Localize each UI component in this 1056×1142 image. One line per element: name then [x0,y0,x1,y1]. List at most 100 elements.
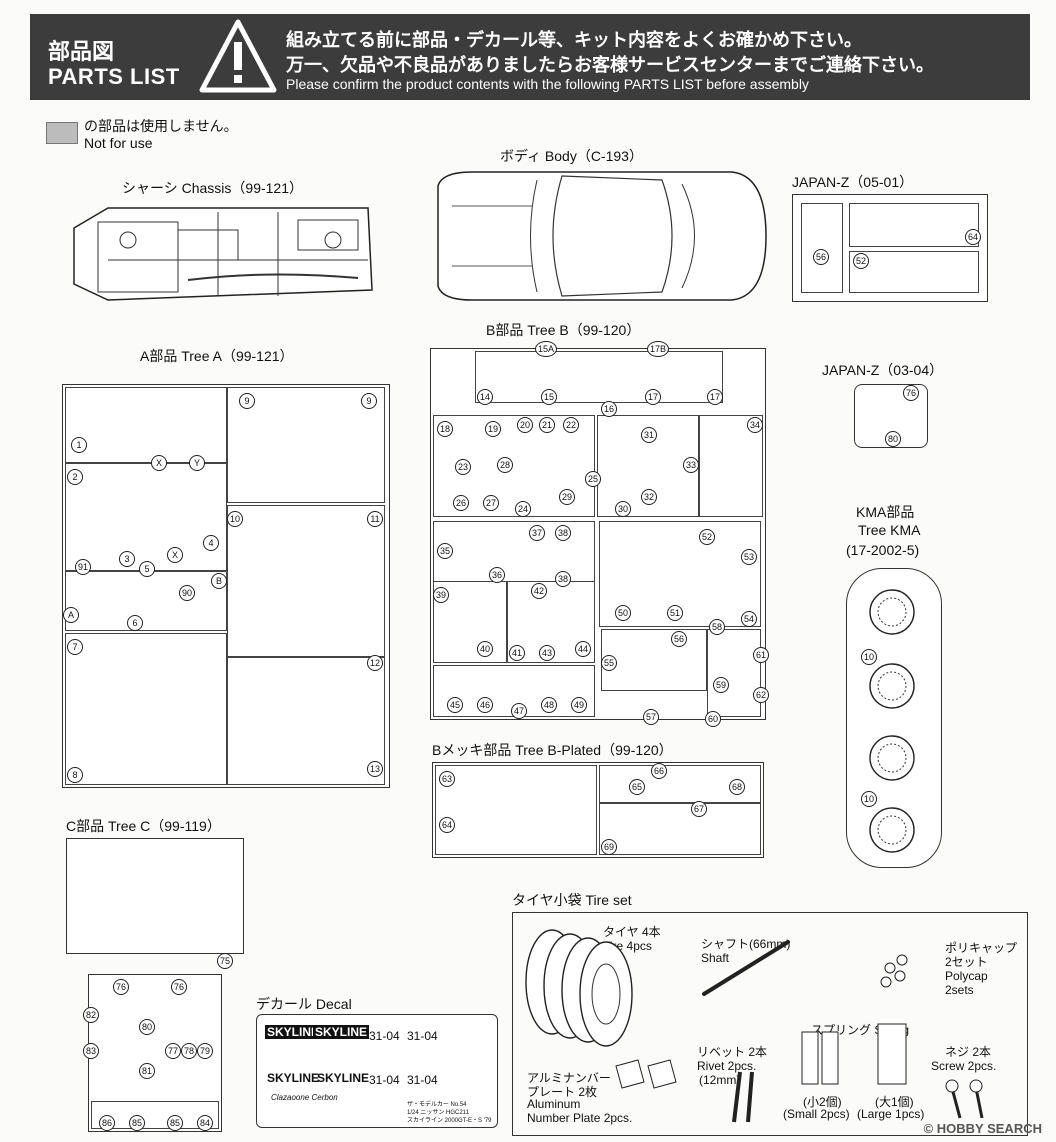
tree-kma-label-jp: KMA部品 [856,504,915,520]
part-number-48: 48 [541,697,557,713]
part-number-2: 2 [67,469,83,485]
tree-b-part-55-56-cell [601,629,707,691]
part-number-54: 54 [741,611,757,627]
polycap-label-2: 2セット [945,955,988,969]
tire-label-jp: タイヤ 4本 [603,925,661,939]
part-number-85b: 85 [167,1115,183,1131]
part-number-76: 76 [903,385,919,401]
part-number-28: 28 [497,457,513,473]
part-number-33: 33 [683,457,699,473]
tree-a-frame: 1 2 3 4 5 6 7 8 9 9 10 11 12 13 91 90 A … [62,384,390,788]
part-number-25: 25 [585,471,601,487]
header-notice-line1: 組み立てる前に部品・デカール等、キット内容をよくお確かめ下さい。 [286,30,862,50]
part-number-79: 79 [197,1043,213,1059]
plate-label-4: Number Plate 2pcs. [527,1111,633,1125]
japan-z-1-label: JAPAN-Z（05-01） [792,174,914,190]
tree-b-part-58-62-cell [707,629,761,717]
part-number-36: 36 [489,567,505,583]
part-number-90: 90 [179,585,195,601]
part-number-42: 42 [531,583,547,599]
part-number-56: 56 [813,249,829,265]
tree-c-frame: 76 76 77 78 79 80 81 82 83 84 85 85 86 [83,974,222,1132]
plate-label-1: アルミナンバー [527,1071,611,1085]
part-number-5: 5 [139,561,155,577]
legend-text-jp: の部品は使用しません。 [84,118,238,134]
part-number-56: 56 [671,631,687,647]
part-number-29: 29 [559,489,575,505]
plate-label-2: プレート 2枚 [527,1085,598,1099]
part-number-63: 63 [439,771,455,787]
decal-plate-4: 31-04 [407,1073,438,1087]
decal-skyline-2: SKYLINE [313,1025,370,1039]
part-number-10: 10 [227,511,243,527]
screw-label-jp: ネジ 2本 [945,1045,992,1059]
part-number-34: 34 [747,417,763,433]
part-number-12: 12 [367,655,383,671]
part-number-21: 21 [539,417,555,433]
part-number-9: 9 [239,393,255,409]
part-number-22: 22 [563,417,579,433]
tree-a-part-12-13-cell [227,657,385,785]
part-number-68: 68 [729,779,745,795]
spring-small-label-jp: (小2個) [803,1095,842,1109]
decal-note-1: ザ・モデルカー No.54 [407,1102,467,1108]
part-number-37: 37 [529,525,545,541]
decal-note-3: スカイライン 2000GT-E・S '79 [407,1118,492,1124]
part-number-81: 81 [139,1063,155,1079]
tree-b-plated-part-63-64-cell [435,765,597,855]
header-notice-line3: Please confirm the product contents with… [286,76,809,92]
watermark: © HOBBY SEARCH [923,1121,1042,1136]
rivet-label-1: リベット 2本 [697,1045,768,1059]
part-number-58: 58 [709,619,725,635]
part-number-51: 51 [667,605,683,621]
part-number-84: 84 [197,1115,213,1131]
part-number-57: 57 [643,709,659,725]
part-number-53: 53 [741,549,757,565]
decal-plate-1: 31-04 [369,1029,400,1043]
part-number-17: 17 [645,389,661,405]
page-title: PARTS LIST [48,64,180,89]
part-number-30: 30 [615,501,631,517]
tree-kma-label-en: Tree KMA [858,522,921,538]
tree-a-part-2-5-cell [65,463,227,571]
legend-text-en: Not for use [84,135,153,151]
decal-skyline-4: SKYLINE [317,1071,370,1085]
header-notice-line2: 万一、欠品や不良品がありましたらお客様サービスセンターまでご連絡下さい。 [286,55,934,75]
part-number-86: 86 [99,1115,115,1131]
part-number-38: 38 [555,525,571,541]
part-number-59: 59 [713,677,729,693]
decal-skyline-1: SKYLINE [265,1025,322,1039]
part-number-40: 40 [477,641,493,657]
tree-b-plated-label: Bメッキ部品 Tree B-Plated（99-120） [432,742,673,758]
decal-skyline-3: SKYLINE [267,1071,320,1085]
japan-z-1-part-52-cell [849,251,979,293]
tree-a-label: A部品 Tree A（99-121） [140,348,294,364]
tire-set-label: タイヤ小袋 Tire set [512,892,632,908]
spring-large-label-en: (Large 1pcs) [857,1107,925,1121]
body-label: ボディ Body（C-193） [500,148,643,164]
tree-c-label: C部品 Tree C（99-119） [66,818,221,834]
part-number-66: 66 [651,763,667,779]
kma-wheels [869,589,915,853]
part-number-X2: X [167,547,183,563]
part-number-64: 64 [965,229,981,245]
part-number-11: 11 [367,511,383,527]
part-number-55: 55 [601,655,617,671]
polycap-label-1: ポリキャップ [945,941,1018,955]
tree-a-part-6-cell [65,571,227,631]
japan-z-2-label: JAPAN-Z（03-04） [822,362,944,378]
japan-z-1-frame: 56 64 52 [792,194,988,302]
part-number-38b: 38 [555,571,571,587]
part-number-1: 1 [71,437,87,453]
page-title-jp: 部品図 [48,39,115,64]
part-number-17b: 17 [707,389,723,405]
tree-b-label: B部品 Tree B（99-120） [486,322,641,338]
part-number-47: 47 [511,703,527,719]
part-number-67: 67 [691,801,707,817]
part-number-46: 46 [477,697,493,713]
part-number-41: 41 [509,645,525,661]
shaft-label-en: Shaft [701,951,730,965]
part-number-69: 69 [601,839,617,855]
tree-kma-divider [851,715,935,721]
part-number-X: X [151,455,167,471]
